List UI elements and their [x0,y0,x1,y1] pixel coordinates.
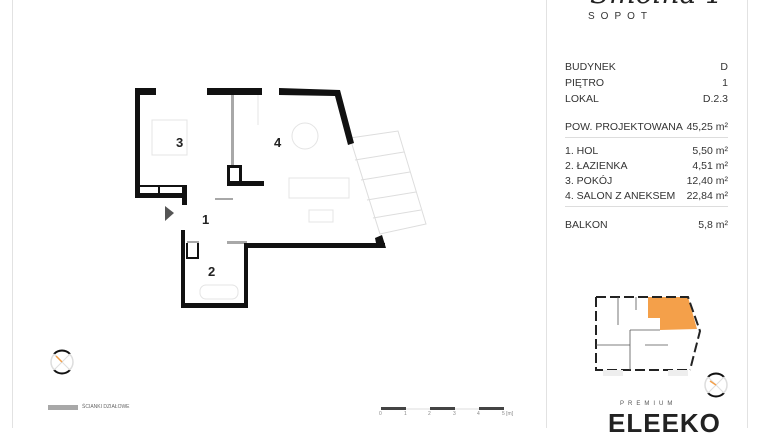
legend-swatch [48,405,78,410]
value: D [720,61,728,73]
frame-left [12,0,13,428]
info-row-room: 1. HOL 5,50 m² [565,145,728,158]
value: 5,8 m² [698,219,728,231]
info-row-room: 4. SALON Z ANEKSEM 22,84 m² [565,190,728,203]
scale-tick: 4 [477,411,480,417]
label: LOKAL [565,93,599,105]
value: 45,25 m² [686,121,728,133]
key-plan-highlight [648,297,697,330]
info-row-floor: PIĘTRO 1 [565,77,728,90]
info-row-building: BUDYNEK D [565,61,728,74]
value: 4,51 m² [692,160,728,172]
scale-tick: 0 [379,411,382,417]
logo: Smolna 1 [590,0,723,8]
value: 5,50 m² [692,145,728,157]
compass-icon [704,372,728,398]
scale-bar [381,407,504,410]
divider [565,206,728,207]
label: PIĘTRO [565,77,605,89]
label: BALKON [565,219,608,231]
room-number-3: 3 [176,135,184,150]
logo-city: SOPOT [588,11,654,22]
scale-tick: 3 [453,411,456,417]
label: 4. SALON Z ANEKSEM [565,190,676,202]
compass-icon [50,349,74,375]
panel-divider [546,0,547,428]
room-number-1: 1 [202,212,210,227]
info-row-room: 2. ŁAZIENKA 4,51 m² [565,160,728,173]
info-row-unit: LOKAL D.2.3 [565,93,728,106]
divider [565,137,728,138]
scale-tick: 5 [m] [502,411,514,417]
legend-label: ŚCIANKI DZIAŁOWE [82,404,130,410]
floor-plan [50,88,728,410]
brand-premium: PREMIUM [620,401,677,407]
apartment-info: BUDYNEK D PIĘTRO 1 LOKAL D.2.3 POW. PROJEKT… [565,0,728,240]
scale-tick: 2 [428,411,431,417]
frame-right [747,0,748,428]
brand-logo: ELEEKO [608,408,721,438]
partition-walls [187,95,247,244]
value: 12,40 m² [686,175,728,187]
label: POW. PROJEKTOWANA [565,121,683,133]
balcony [349,130,427,235]
room-number-2: 2 [208,264,216,279]
info-row-balcony: BALKON 5,8 m² [565,219,728,232]
key-plan [595,296,702,376]
entrance-arrow-icon [165,206,174,221]
label: 3. POKÓJ [565,175,613,187]
value: D.2.3 [702,93,728,105]
furniture [151,95,350,300]
room-number-4: 4 [274,135,282,150]
info-row-room: 3. POKÓJ 12,40 m² [565,175,728,188]
label: BUDYNEK [565,61,616,73]
label: 2. ŁAZIENKA [565,160,628,172]
value: 22,84 m² [686,190,728,202]
label: 1. HOL [565,145,599,157]
structural-walls [135,88,386,308]
value: 1 [722,77,728,89]
scale-tick: 1 [404,411,407,417]
